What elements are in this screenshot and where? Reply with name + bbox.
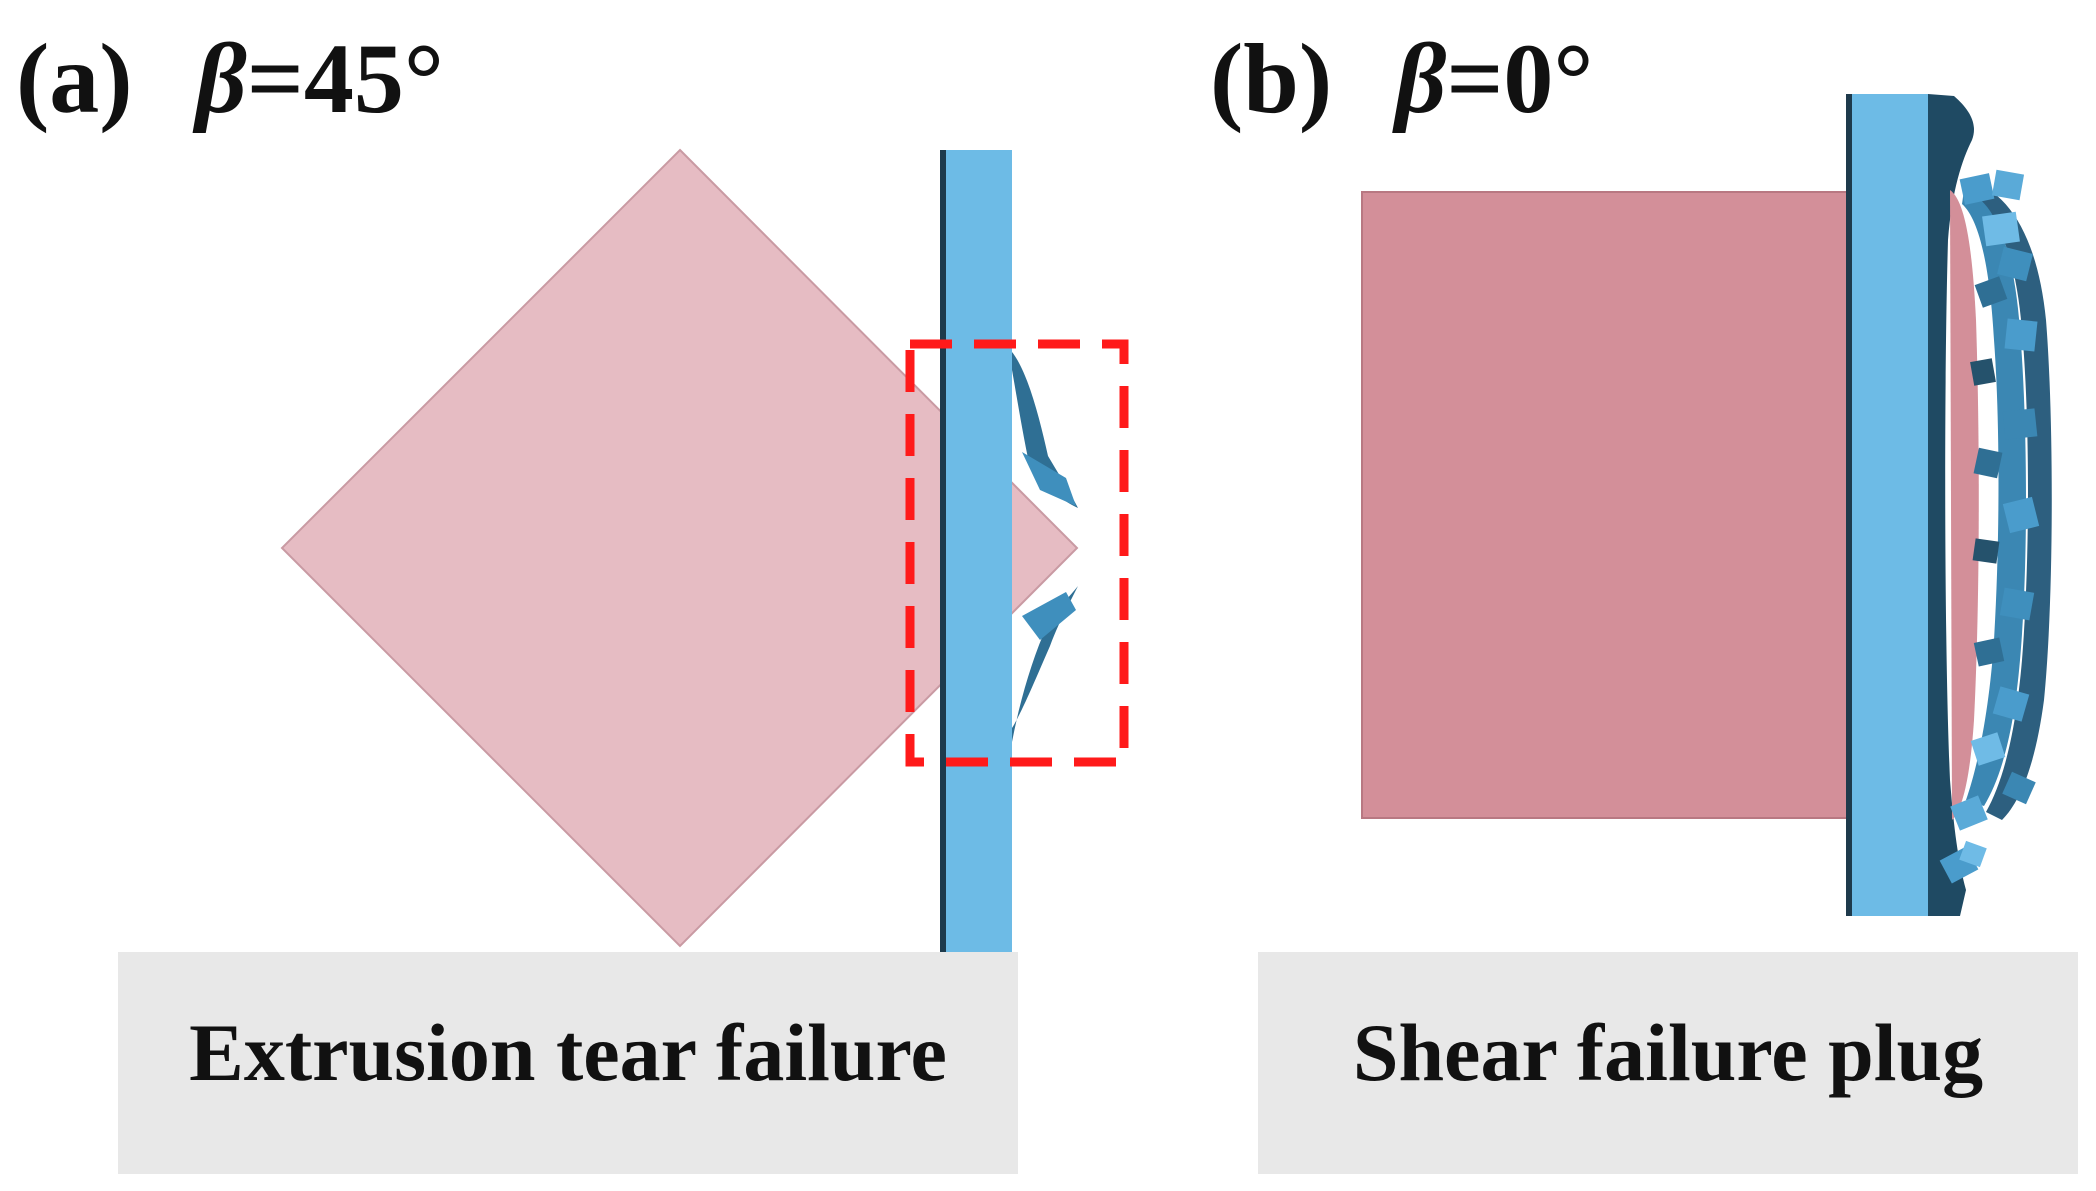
panel-b-target-plate (1846, 94, 1928, 916)
panel-a-caption-box (118, 952, 1018, 1174)
panel-b-debris-block (1973, 637, 2005, 667)
panel-a-label: (a) (16, 23, 133, 134)
panel-b-caption-box (1258, 952, 2078, 1174)
panel-b-plate-edge (1846, 94, 1852, 916)
panel-a-title: (a) β=45° (16, 23, 444, 134)
panel-b-plug-core (1950, 190, 1979, 820)
panel-b-debris-block (2002, 496, 2040, 534)
panel-b-debris-block (1997, 246, 2033, 282)
panel-b-projectile (1361, 191, 1849, 819)
panel-b-debris-block (1973, 447, 2003, 479)
panel-b-debris-block (1991, 169, 2025, 201)
panel-b-debris-block (2004, 318, 2038, 352)
panel-b-debris-block (2002, 408, 2038, 440)
panel-b-debris-block (1982, 211, 2020, 247)
panel-a-lower-fragment (1022, 592, 1076, 640)
panel-b-debris-block (1999, 587, 2035, 621)
panel-b-debris-block (1959, 173, 1995, 205)
panel-b-title: (b) β=0° (1210, 23, 1593, 134)
panel-a-plate-edge (940, 150, 946, 952)
panel-b-bulge-back-face (1928, 94, 1974, 916)
panel-a-angle: =45° (247, 23, 444, 134)
panel-b-debris-block (1972, 538, 2000, 564)
panel-b-beta-symbol: β (1391, 23, 1446, 134)
panel-b-debris-block (1959, 840, 1987, 868)
panel-b-debris-block (1970, 732, 2006, 766)
panel-a-upper-fragment (1022, 452, 1076, 506)
panel-b-debris-block (1950, 795, 1988, 831)
panel-b-debris-block (1992, 686, 2030, 722)
panel-b-caption: Shear failure plug (1353, 1007, 1983, 1098)
panel-a: (a) β=45° Extrusion tear failure (16, 23, 1129, 1174)
panel-b-angle: =0° (1446, 23, 1593, 134)
panel-b: (b) β=0° Shear failure plug (1210, 23, 2078, 1174)
panel-b-label: (b) (1210, 23, 1332, 134)
panel-a-caption: Extrusion tear failure (189, 1007, 947, 1098)
panel-a-beta-symbol: β (192, 23, 247, 134)
panel-b-debris-block (2002, 771, 2036, 805)
panel-a-target-plate (940, 150, 1012, 952)
panel-b-debris-block (1970, 358, 1996, 386)
panel-b-debris-block (1974, 276, 2008, 308)
panel-b-plug-debris (1939, 169, 2052, 884)
panel-a-failure-highlight-box (905, 339, 1129, 767)
panel-a-upper-petal (1012, 352, 1078, 508)
